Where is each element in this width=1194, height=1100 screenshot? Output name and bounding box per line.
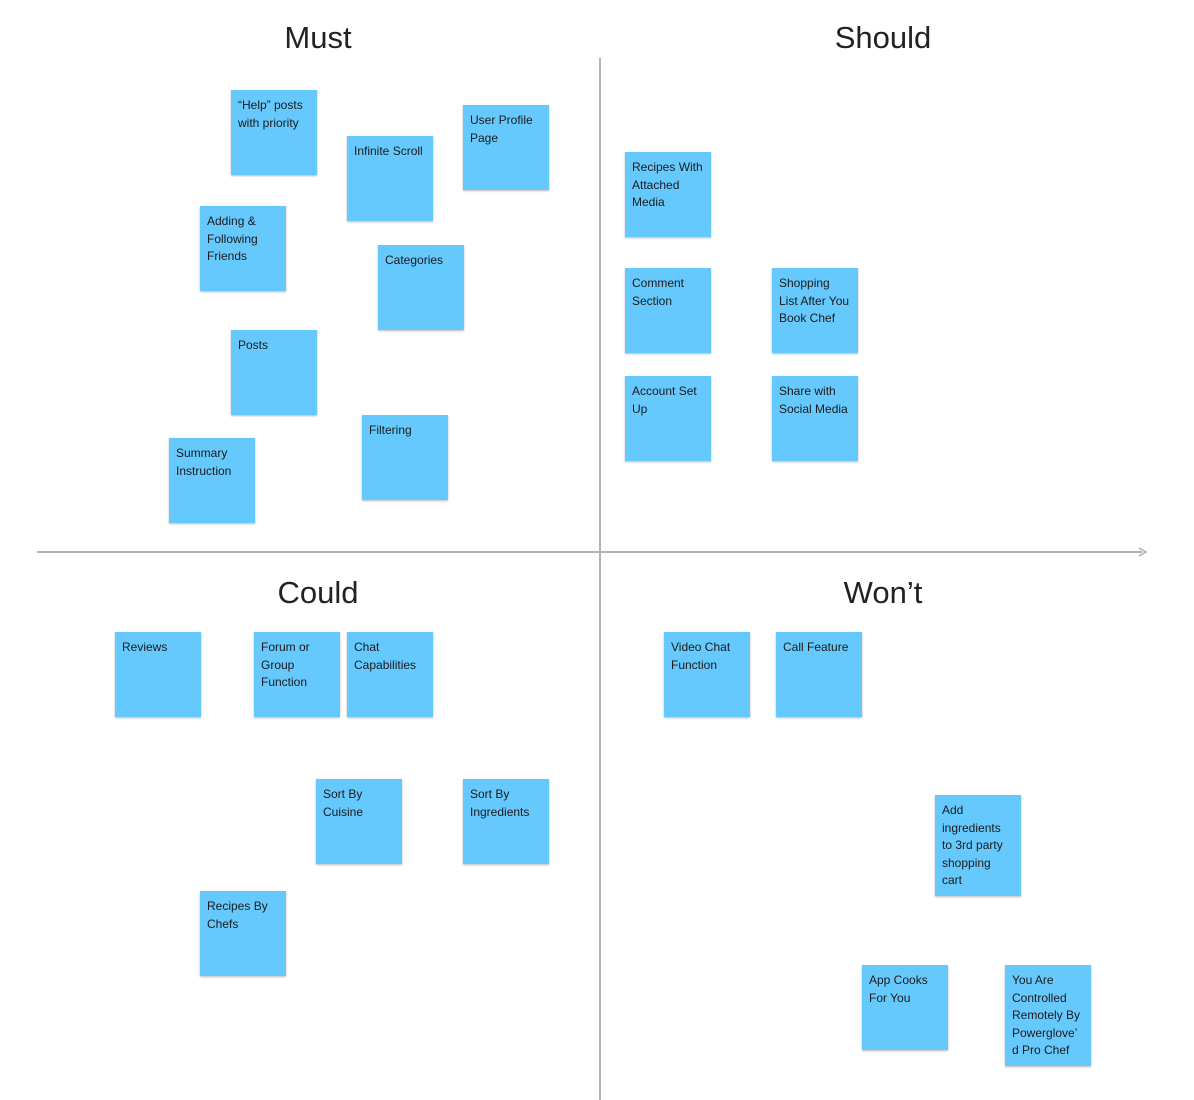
sticky-note-text: You Are Controlled Remotely By Powerglov… xyxy=(1012,973,1081,1057)
sticky-note-text: “Help” posts with priority xyxy=(238,98,303,130)
sticky-note-text: Sort By Cuisine xyxy=(323,787,364,819)
sticky-note-text: Share with Social Media xyxy=(779,384,848,416)
sticky-note-summary-instruction[interactable]: Summary Instruction xyxy=(169,438,255,523)
sticky-note-adding-friends[interactable]: Adding & Following Friends xyxy=(200,206,286,291)
sticky-note-text: Forum or Group Function xyxy=(261,640,310,689)
sticky-note-powerglove[interactable]: You Are Controlled Remotely By Powerglov… xyxy=(1005,965,1091,1066)
sticky-note-chat[interactable]: Chat Capabilities xyxy=(347,632,433,717)
sticky-note-text: Posts xyxy=(238,338,269,352)
vertical-axis xyxy=(599,58,601,1100)
sticky-note-text: Shopping List After You Book Chef xyxy=(779,276,850,325)
sticky-note-help-posts[interactable]: “Help” posts with priority xyxy=(231,90,317,175)
quadrant-title-wont: Won’t xyxy=(843,575,923,610)
sticky-note-text: App Cooks For You xyxy=(869,973,928,1005)
horizontal-axis xyxy=(37,551,1142,553)
sticky-note-text: Call Feature xyxy=(783,640,849,654)
sticky-note-text: Recipes With Attached Media xyxy=(632,160,703,209)
sticky-note-text: Infinite Scroll xyxy=(354,144,423,158)
sticky-note-text: Reviews xyxy=(122,640,168,654)
sticky-note-text: Chat Capabilities xyxy=(354,640,417,672)
sticky-note-text: Categories xyxy=(385,253,444,267)
sticky-note-video-chat[interactable]: Video Chat Function xyxy=(664,632,750,717)
sticky-note-text: Account Set Up xyxy=(632,384,697,416)
sticky-note-user-profile[interactable]: User Profile Page xyxy=(463,105,549,190)
sticky-note-add-ingredients-cart[interactable]: Add ingredients to 3rd party shopping ca… xyxy=(935,795,1021,896)
sticky-note-infinite-scroll[interactable]: Infinite Scroll xyxy=(347,136,433,221)
sticky-note-text: Summary Instruction xyxy=(176,446,232,478)
sticky-note-text: Add ingredients to 3rd party shopping ca… xyxy=(942,803,1003,887)
sticky-note-text: Sort By Ingredients xyxy=(470,787,530,819)
arrow-right-icon xyxy=(1138,547,1148,557)
sticky-note-text: User Profile Page xyxy=(470,113,533,145)
sticky-note-comment-section[interactable]: Comment Section xyxy=(625,268,711,353)
quadrant-title-must: Must xyxy=(284,20,352,55)
sticky-note-call-feature[interactable]: Call Feature xyxy=(776,632,862,717)
sticky-note-reviews[interactable]: Reviews xyxy=(115,632,201,717)
sticky-note-account-setup[interactable]: Account Set Up xyxy=(625,376,711,461)
sticky-note-sort-cuisine[interactable]: Sort By Cuisine xyxy=(316,779,402,864)
sticky-note-text: Video Chat Function xyxy=(671,640,731,672)
sticky-note-categories[interactable]: Categories xyxy=(378,245,464,330)
sticky-note-posts[interactable]: Posts xyxy=(231,330,317,415)
sticky-note-sort-ingredients[interactable]: Sort By Ingredients xyxy=(463,779,549,864)
quadrant-title-could: Could xyxy=(277,575,359,610)
sticky-note-share-social[interactable]: Share with Social Media xyxy=(772,376,858,461)
sticky-note-shopping-list[interactable]: Shopping List After You Book Chef xyxy=(772,268,858,353)
sticky-note-text: Adding & Following Friends xyxy=(207,214,258,263)
sticky-note-text: Filtering xyxy=(369,423,412,437)
sticky-note-app-cooks[interactable]: App Cooks For You xyxy=(862,965,948,1050)
sticky-note-text: Recipes By Chefs xyxy=(207,899,268,931)
sticky-note-recipes-media[interactable]: Recipes With Attached Media xyxy=(625,152,711,237)
sticky-note-forum[interactable]: Forum or Group Function xyxy=(254,632,340,717)
quadrant-title-should: Should xyxy=(834,20,932,55)
sticky-note-filtering[interactable]: Filtering xyxy=(362,415,448,500)
sticky-note-text: Comment Section xyxy=(632,276,685,308)
sticky-note-recipes-chefs[interactable]: Recipes By Chefs xyxy=(200,891,286,976)
